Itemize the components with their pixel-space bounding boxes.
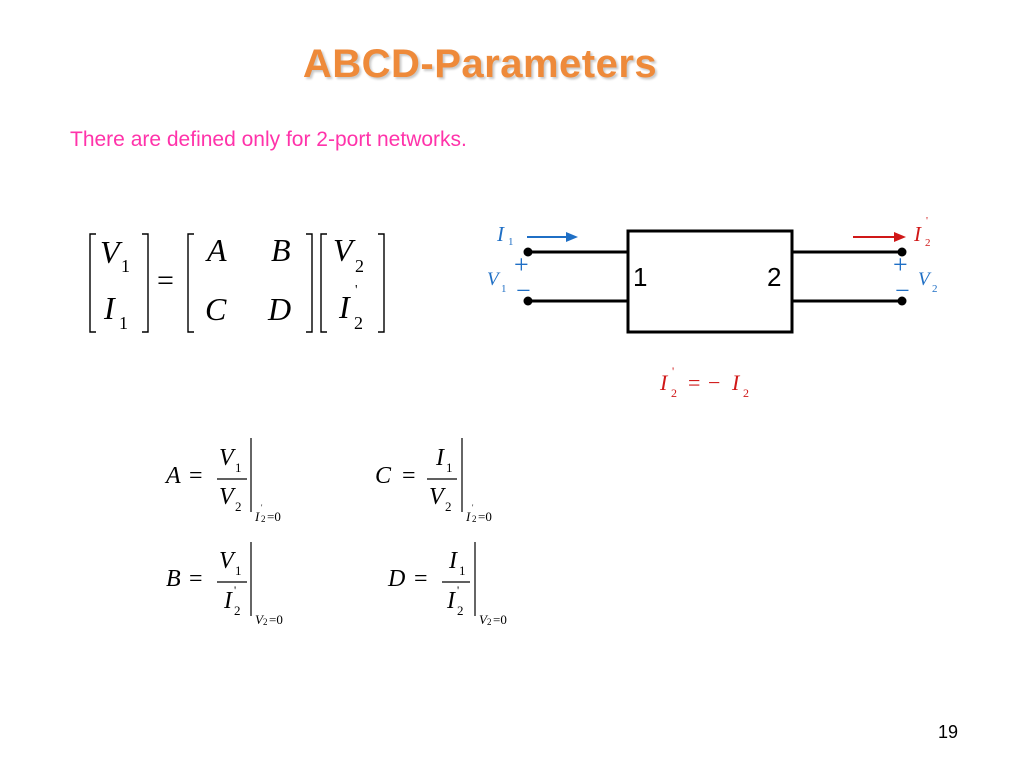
def-a-cond-value: =0 — [267, 509, 281, 524]
i2-label-prime: ' — [926, 215, 928, 227]
relation-lhs-subscript: 2 — [671, 386, 677, 400]
def-c-cond-symbol: I — [466, 509, 471, 524]
def-d-cond-value: =0 — [493, 612, 507, 627]
def-d-cond-symbol: V — [479, 612, 487, 627]
port2-bottom-terminal — [897, 296, 907, 306]
def-a-num-symbol: V — [219, 445, 234, 471]
v2-label-symbol: V — [918, 269, 930, 290]
def-b-num-symbol: V — [219, 548, 234, 574]
def-b-den-prime: ' — [234, 583, 237, 597]
rhs-i-prime: ' — [355, 283, 358, 298]
def-c-equals: = — [402, 463, 416, 489]
network-box — [626, 229, 794, 334]
def-b-den-subscript: 2 — [234, 603, 241, 618]
rhs-v-symbol: V — [333, 232, 353, 268]
def-d-den-symbol: I — [447, 588, 455, 614]
def-a-den-symbol: V — [219, 484, 234, 510]
v2-plus-sign: + — [893, 250, 908, 279]
v1-label-symbol: V — [487, 269, 499, 290]
relation-lhs-symbol: I — [660, 370, 668, 395]
def-c-cond-prime: ' — [472, 503, 474, 512]
port1-bottom-terminal — [523, 296, 533, 306]
port2-label: 2 — [767, 262, 782, 292]
v2-label-subscript: 2 — [932, 283, 938, 295]
def-b-cond-subscript: 2 — [263, 617, 268, 627]
def-c-num-subscript: 1 — [446, 460, 453, 475]
slide-title: ABCD-Parameters — [302, 42, 658, 86]
def-a-cond-prime: ' — [261, 503, 263, 512]
def-c-den-subscript: 2 — [445, 499, 452, 514]
i2-label-symbol: I — [914, 222, 921, 246]
lhs-i-symbol: I — [104, 290, 115, 326]
def-b-name: B — [166, 566, 181, 592]
lhs-v-subscript: 1 — [121, 256, 130, 276]
i2-arrow-icon — [853, 232, 906, 242]
i2-label-subscript: 2 — [925, 237, 931, 249]
relation-equals-sign: = — [688, 370, 701, 395]
lhs-i-subscript: 1 — [119, 313, 128, 333]
def-a-num-subscript: 1 — [235, 460, 242, 475]
def-c-num-symbol: I — [436, 445, 444, 471]
def-c-cond-subscript: 2 — [472, 514, 477, 524]
def-c-name: C — [375, 463, 392, 489]
def-d-name: D — [388, 566, 406, 592]
relation-rhs-subscript: 2 — [743, 386, 749, 400]
def-d-num-symbol: I — [449, 548, 457, 574]
relation-rhs-symbol: I — [732, 370, 740, 395]
def-c-den-symbol: V — [429, 484, 444, 510]
rhs-i-symbol: I — [339, 289, 350, 325]
def-d-den-subscript: 2 — [457, 603, 464, 618]
matrix-cell-a: A — [207, 232, 227, 268]
i1-label-subscript: 1 — [508, 236, 514, 248]
port1-label: 1 — [633, 262, 648, 292]
def-b-num-subscript: 1 — [235, 563, 242, 578]
def-a-den-subscript: 2 — [235, 499, 242, 514]
v1-plus-sign: + — [514, 250, 529, 279]
matrix-equals-sign: = — [157, 264, 174, 297]
def-a-equals: = — [189, 463, 203, 489]
def-d-cond-subscript: 2 — [487, 617, 492, 627]
i1-arrow-icon — [527, 232, 578, 242]
relation-lhs-prime: ' — [672, 364, 675, 378]
slide-subtitle: There are defined only for 2-port networ… — [70, 128, 467, 151]
def-b-den-symbol: I — [224, 588, 232, 614]
rhs-v-subscript: 2 — [355, 256, 364, 276]
rhs-i-subscript: 2 — [354, 313, 363, 333]
v2-minus-sign: − — [895, 276, 910, 305]
i1-label-symbol: I — [497, 222, 504, 246]
def-b-cond-value: =0 — [269, 612, 283, 627]
relation-minus-sign: − — [708, 370, 721, 395]
def-d-equals: = — [414, 566, 428, 592]
def-c-cond-value: =0 — [478, 509, 492, 524]
matrix-cell-c: C — [205, 291, 227, 327]
matrix-cell-d: D — [268, 291, 292, 327]
def-a-cond-symbol: I — [255, 509, 260, 524]
def-d-den-prime: ' — [457, 583, 460, 597]
matrix-cell-b: B — [271, 232, 291, 268]
def-a-name: A — [166, 463, 181, 489]
v1-label-subscript: 1 — [501, 283, 507, 295]
lhs-v-symbol: V — [100, 234, 120, 270]
port1-top-terminal — [523, 247, 533, 257]
v1-minus-sign: − — [516, 276, 531, 305]
page-number: 19 — [938, 722, 959, 742]
def-b-equals: = — [189, 566, 203, 592]
def-b-cond-symbol: V — [255, 612, 263, 627]
port2-top-terminal — [897, 247, 907, 257]
def-d-num-subscript: 1 — [459, 563, 466, 578]
def-a-cond-subscript: 2 — [261, 514, 266, 524]
